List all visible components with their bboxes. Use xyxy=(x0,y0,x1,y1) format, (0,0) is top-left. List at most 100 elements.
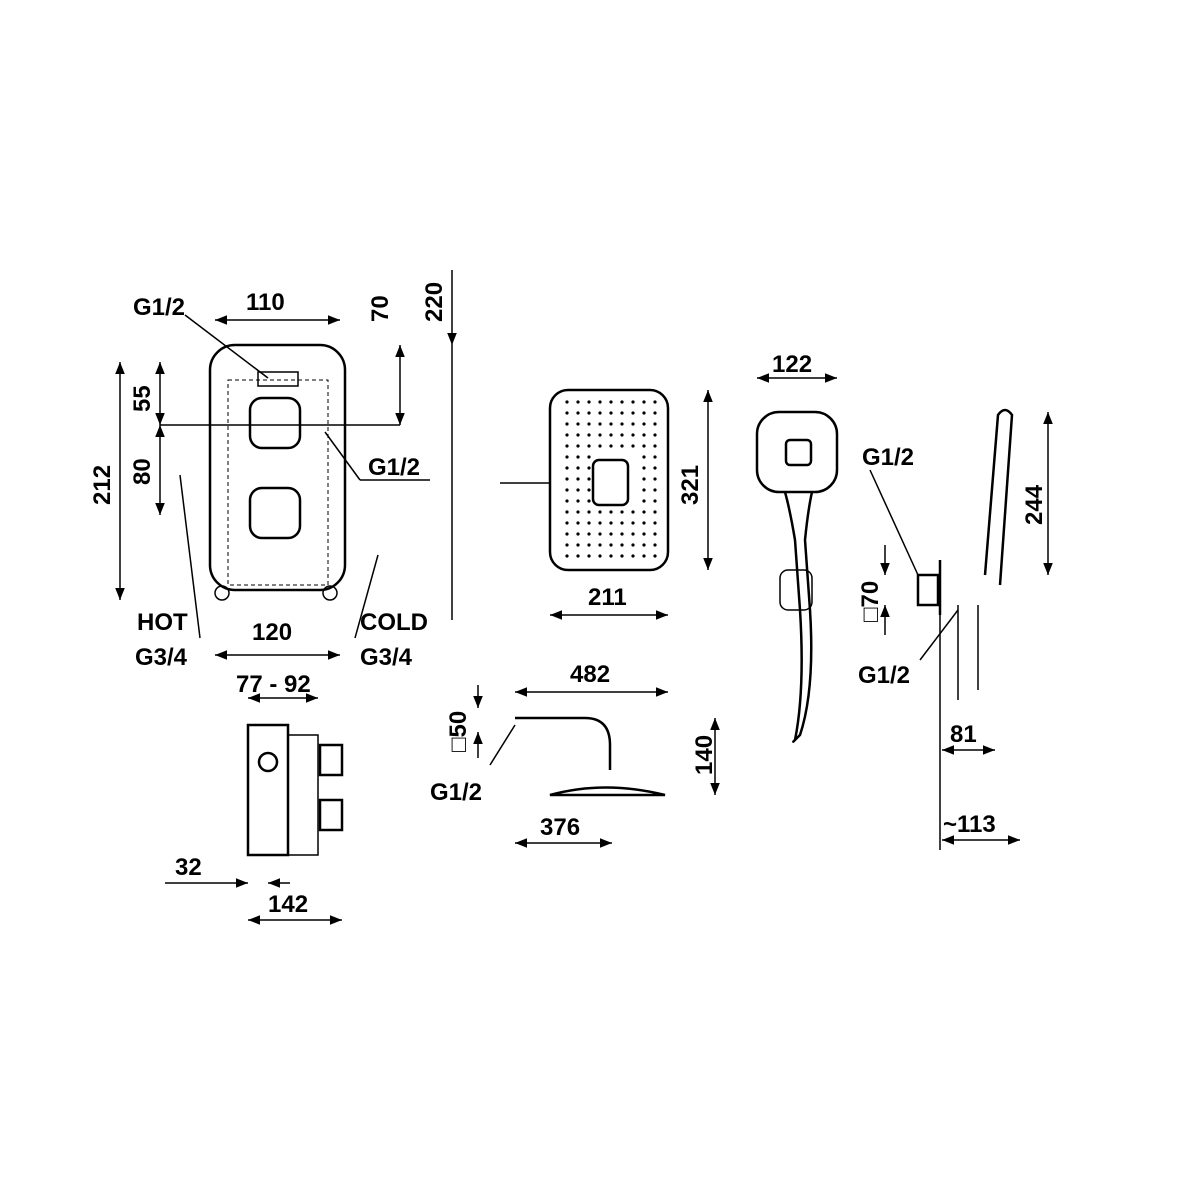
nozzle-dot xyxy=(642,466,646,470)
overhead-shower-side-view: 482 □50 140 G1/2 376 xyxy=(430,661,720,848)
nozzle-dot xyxy=(587,532,591,536)
nozzle-dot xyxy=(631,543,635,547)
nozzle-dot xyxy=(565,477,569,481)
nozzle-dot xyxy=(609,433,613,437)
nozzle-dot xyxy=(587,521,591,525)
nozzle-dot xyxy=(620,422,624,426)
nozzle-dot xyxy=(587,433,591,437)
dim-overhead-height: 321 xyxy=(677,465,704,505)
nozzle-dot xyxy=(620,444,624,448)
nozzle-dot xyxy=(653,455,657,459)
nozzle-dot xyxy=(653,499,657,503)
dim-81: 81 xyxy=(950,721,977,748)
label-outlet-thread-bottom: G1/2 xyxy=(858,662,910,689)
dim-arm-length: 482 xyxy=(570,661,610,688)
nozzle-dot xyxy=(631,422,635,426)
dim-overhead-width: 211 xyxy=(588,584,627,611)
nozzle-dot xyxy=(587,510,591,514)
nozzle-dot xyxy=(631,510,635,514)
nozzle-dot xyxy=(587,499,591,503)
nozzle-dot xyxy=(620,543,624,547)
nozzle-dot xyxy=(609,543,613,547)
nozzle-dot xyxy=(576,488,580,492)
label-overhead-thread: G1/2 xyxy=(430,779,482,806)
nozzle-dot xyxy=(620,510,624,514)
label-outlet-right: G1/2 xyxy=(368,454,420,481)
nozzle-dot xyxy=(565,543,569,547)
dim-depth-total: 142 xyxy=(268,891,308,918)
nozzle-dot xyxy=(598,400,602,404)
dim-flange-50: □50 xyxy=(445,711,472,752)
nozzle-dot xyxy=(576,510,580,514)
nozzle-dot xyxy=(587,488,591,492)
label-inlet-top: G1/2 xyxy=(133,294,185,321)
dim-outlet-flange: □70 xyxy=(857,581,884,622)
nozzle-dot xyxy=(598,433,602,437)
dim-offset-top: 70 xyxy=(367,295,394,322)
overhead-shower-top-view: 321 211 xyxy=(500,388,713,620)
nozzle-dot xyxy=(609,510,613,514)
nozzle-dot xyxy=(598,510,602,514)
nozzle-dot xyxy=(598,521,602,525)
nozzle-dot xyxy=(565,554,569,558)
nozzle-dot xyxy=(642,499,646,503)
nozzle-dot xyxy=(565,444,569,448)
nozzle-dot xyxy=(587,411,591,415)
nozzle-dot xyxy=(609,532,613,536)
nozzle-dot xyxy=(587,455,591,459)
nozzle-dot xyxy=(642,400,646,404)
dim-height-total: 220 xyxy=(421,282,448,322)
nozzle-dot xyxy=(631,554,635,558)
nozzle-dot xyxy=(576,521,580,525)
mixer-side-view: 77 - 92 32 142 xyxy=(165,671,344,925)
nozzle-dot xyxy=(576,466,580,470)
nozzle-dot xyxy=(565,488,569,492)
nozzle-dot xyxy=(576,433,580,437)
label-hot: HOT xyxy=(137,609,188,636)
dim-depth-range: 77 - 92 xyxy=(236,671,311,698)
nozzle-dot xyxy=(565,411,569,415)
nozzle-dot xyxy=(576,477,580,481)
nozzle-dot xyxy=(642,532,646,536)
nozzle-dot xyxy=(653,444,657,448)
nozzle-dot xyxy=(653,477,657,481)
nozzle-dot xyxy=(576,455,580,459)
dim-height-body: 212 xyxy=(89,465,116,505)
nozzle-dot xyxy=(576,543,580,547)
nozzle-dot xyxy=(587,466,591,470)
nozzle-dot xyxy=(620,532,624,536)
nozzle-dot xyxy=(565,510,569,514)
nozzle-dot xyxy=(565,400,569,404)
dim-head-width: 376 xyxy=(540,814,580,841)
dim-width-bottom: 120 xyxy=(252,619,292,646)
nozzle-dot xyxy=(587,444,591,448)
nozzle-dot xyxy=(642,477,646,481)
dim-outlet-height: 244 xyxy=(1021,484,1048,525)
nozzle-dot xyxy=(642,444,646,448)
nozzle-dot xyxy=(609,422,613,426)
nozzle-dot xyxy=(587,422,591,426)
nozzle-dot xyxy=(576,499,580,503)
nozzle-dot xyxy=(620,554,624,558)
nozzle-dot xyxy=(653,521,657,525)
nozzle-dot xyxy=(609,444,613,448)
nozzle-dot xyxy=(653,411,657,415)
label-hot-thread: G3/4 xyxy=(135,644,188,671)
nozzle-dot xyxy=(653,422,657,426)
nozzle-dot xyxy=(576,444,580,448)
nozzle-dot xyxy=(653,554,657,558)
label-cold-thread: G3/4 xyxy=(360,644,413,671)
nozzle-dot xyxy=(576,422,580,426)
label-cold: COLD xyxy=(360,609,428,636)
nozzle-dot xyxy=(642,543,646,547)
nozzle-dot xyxy=(642,433,646,437)
nozzle-dot xyxy=(565,433,569,437)
dim-hand-shower-width: 122 xyxy=(772,351,812,378)
nozzle-dot xyxy=(565,532,569,536)
nozzle-dot xyxy=(587,543,591,547)
nozzle-dot xyxy=(653,510,657,514)
nozzle-dot xyxy=(642,521,646,525)
nozzle-dot xyxy=(653,466,657,470)
dim-projection: ~113 xyxy=(943,811,996,838)
